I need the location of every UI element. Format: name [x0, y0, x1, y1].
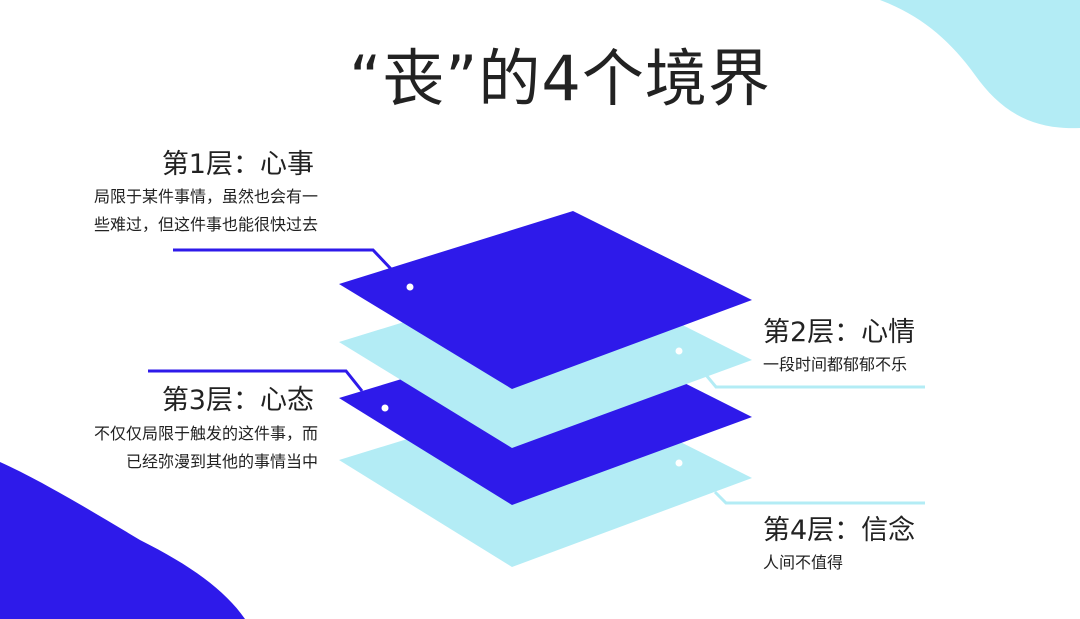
layer-2-heading: 第2层：心情 [763, 317, 916, 348]
layer-4-desc-line: 人间不值得 [763, 553, 844, 572]
layer-1-dot [406, 283, 414, 291]
top-right-blob [880, 0, 1080, 129]
layer-4-dot [675, 459, 683, 467]
layer-3-description: 不仅仅局限于触发的这件事，而 已经弥漫到其他的事情当中 [94, 420, 318, 476]
layer-4-heading: 第4层：信念 [763, 515, 916, 546]
layer-3-heading: 第3层：心态 [161, 385, 314, 416]
layer-2-desc-line: 一段时间都郁郁不乐 [763, 355, 908, 374]
layer-2-description: 一段时间都郁郁不乐 [763, 351, 907, 379]
page-title: “丧”的4个境界 [349, 42, 771, 115]
layer-2-connector [704, 374, 925, 389]
layer-4-description: 人间不值得 [763, 549, 843, 577]
layer-1-connector [173, 248, 394, 272]
layer-3-dot [381, 404, 389, 412]
layer-3-connector [148, 369, 364, 392]
layer-1-plane [339, 211, 752, 389]
layer-3-desc-line: 已经弥漫到其他的事情当中 [125, 452, 318, 471]
layer-1-description: 局限于某件事情，虽然也会有一 些难过，但这件事也能很快过去 [94, 183, 318, 239]
bottom-left-blob [0, 462, 245, 619]
layer-3-desc-line: 不仅仅局限于触发的这件事，而 [93, 424, 318, 443]
layer-1-heading: 第1层：心事 [161, 149, 314, 180]
layer-1-desc-line: 些难过，但这件事也能很快过去 [93, 215, 318, 234]
layer-2-dot [675, 347, 683, 355]
layer-4-connector [713, 490, 925, 505]
layer-1-desc-line: 局限于某件事情，虽然也会有一 [93, 187, 318, 206]
